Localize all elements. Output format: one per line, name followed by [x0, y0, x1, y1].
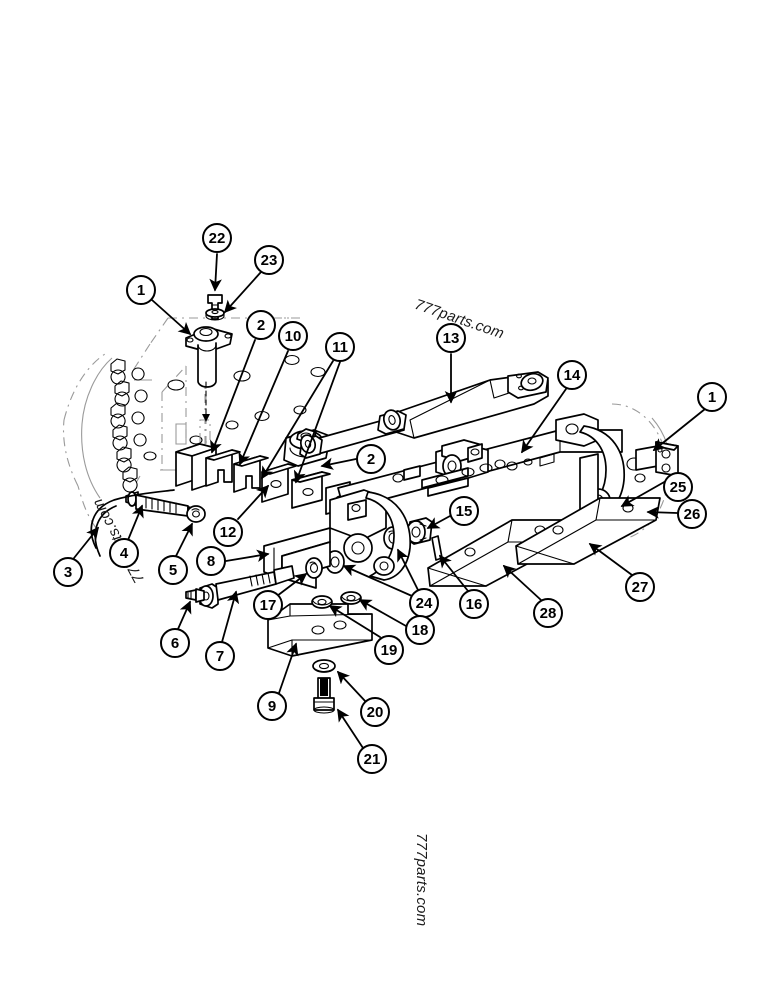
part-6-small-pin [185, 588, 205, 603]
callout-4[interactable]: 4 [109, 538, 139, 568]
part-1-pivot-left [185, 326, 233, 422]
callout-22[interactable]: 22 [202, 223, 232, 253]
part-9-mounting-pad [267, 603, 373, 657]
callout-2-upper[interactable]: 2 [246, 310, 276, 340]
part-15-bushing [406, 517, 433, 545]
callout-8[interactable]: 8 [196, 546, 226, 576]
callout-23[interactable]: 23 [254, 245, 284, 275]
part-21-bolt [313, 677, 335, 714]
part-27-wear-plate-right [515, 497, 661, 565]
callout-5[interactable]: 5 [158, 555, 188, 585]
callout-12[interactable]: 12 [213, 517, 243, 547]
callout-7[interactable]: 7 [205, 641, 235, 671]
callout-3[interactable]: 3 [53, 557, 83, 587]
callout-19[interactable]: 19 [374, 635, 404, 665]
part-17-washer [305, 557, 323, 579]
callout-15[interactable]: 15 [449, 496, 479, 526]
part-13-hydraulic-cylinder [299, 371, 549, 459]
callout-13[interactable]: 13 [436, 323, 466, 353]
callout-1-left[interactable]: 1 [126, 275, 156, 305]
callout-9[interactable]: 9 [257, 691, 287, 721]
callout-18[interactable]: 18 [405, 615, 435, 645]
callout-10[interactable]: 10 [278, 321, 308, 351]
beam-hardware [392, 453, 555, 483]
callout-24[interactable]: 24 [409, 588, 439, 618]
callout-2-lower[interactable]: 2 [356, 444, 386, 474]
callout-25[interactable]: 25 [663, 472, 693, 502]
part-5-washer [186, 505, 206, 523]
part-12-plate [240, 492, 270, 522]
watermark-bottom: 777parts.com [413, 833, 430, 927]
callout-27[interactable]: 27 [625, 572, 655, 602]
part-20-washer [312, 659, 336, 673]
callout-6[interactable]: 6 [160, 628, 190, 658]
callout-26[interactable]: 26 [677, 499, 707, 529]
part-19-washer [311, 595, 333, 609]
callout-20[interactable]: 20 [360, 697, 390, 727]
callout-11[interactable]: 11 [325, 332, 355, 362]
callout-1-right[interactable]: 1 [697, 382, 727, 412]
callout-28[interactable]: 28 [533, 598, 563, 628]
callout-16[interactable]: 16 [459, 589, 489, 619]
phantom-machine-outline [63, 317, 671, 539]
callout-17[interactable]: 17 [253, 590, 283, 620]
callout-14[interactable]: 14 [557, 360, 587, 390]
leader-lines [73, 253, 706, 749]
part-18-washer [340, 591, 362, 605]
callout-21[interactable]: 21 [357, 744, 387, 774]
